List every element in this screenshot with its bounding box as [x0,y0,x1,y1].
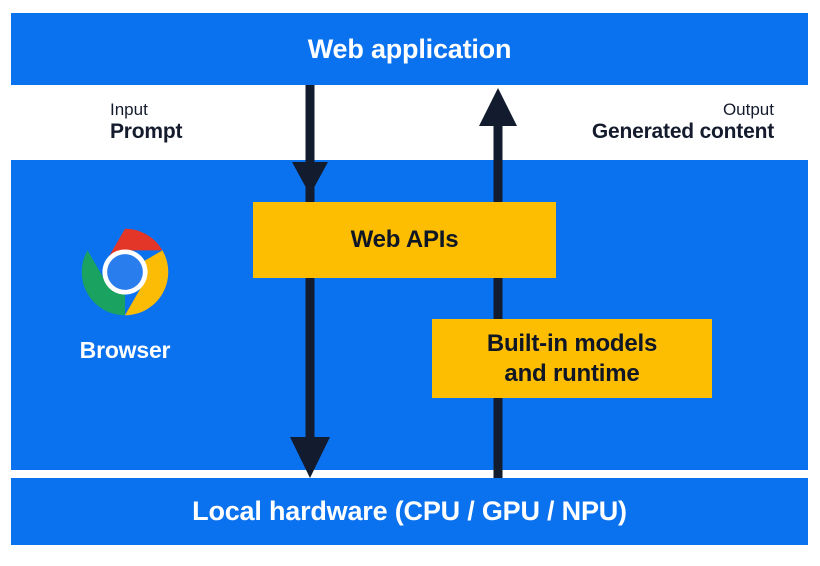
local-hardware-label: Local hardware (CPU / GPU / NPU) [192,496,627,526]
input-value-label: Prompt [110,119,183,143]
browser-block: Browser [55,225,195,364]
output-caption: Output Generated content [592,100,774,144]
local-hardware-band: Local hardware (CPU / GPU / NPU) [11,478,808,545]
input-caption: Input Prompt [110,100,183,144]
web-application-label: Web application [307,33,512,64]
web-apis-label: Web APIs [350,226,459,254]
browser-label: Browser [79,337,171,363]
output-value-label: Generated content [591,119,774,143]
chrome-logo-icon [81,228,169,316]
output-kicker-label: Output [722,100,774,119]
web-application-band: Web application [11,13,808,85]
input-kicker-label: Input [110,100,148,119]
web-apis-box[interactable]: Web APIs [253,202,556,278]
